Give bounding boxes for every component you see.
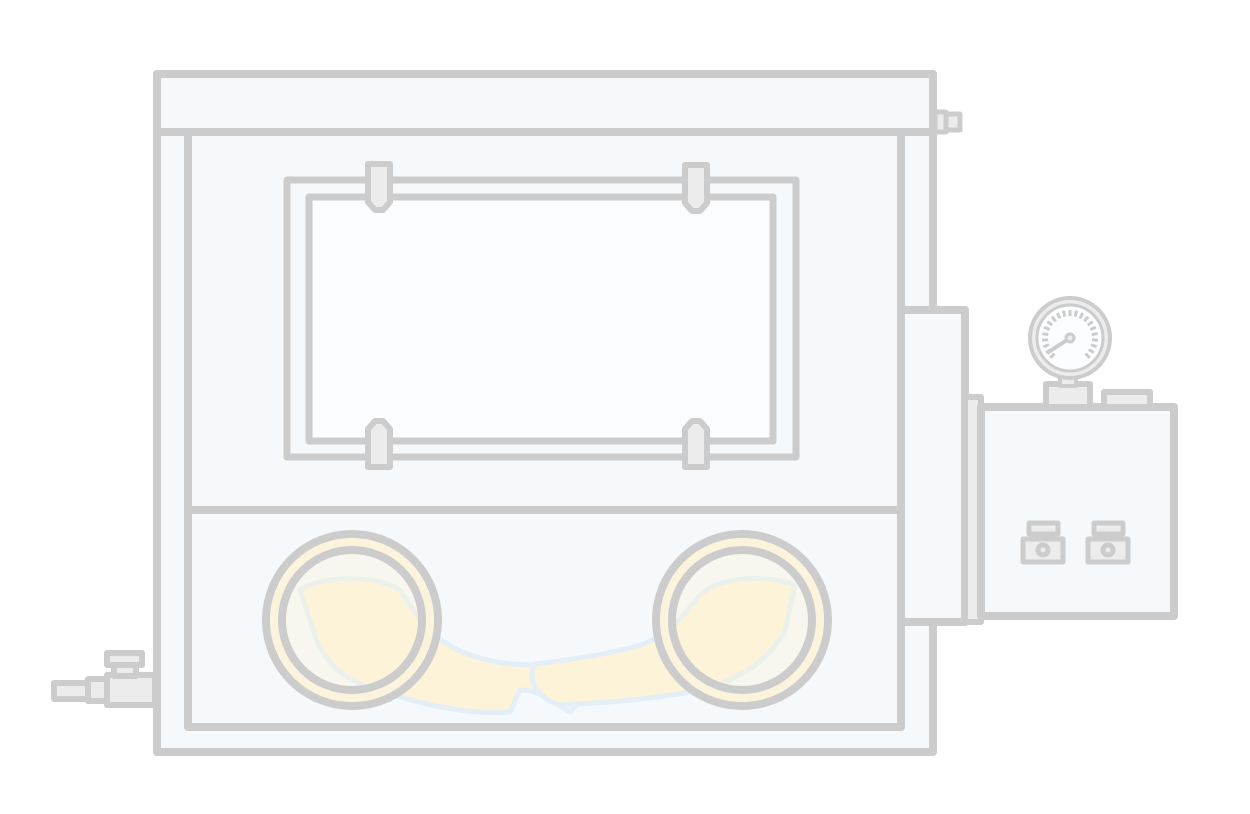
gauge-tick <box>1049 352 1056 359</box>
gauge-tick <box>1083 315 1090 323</box>
gauge-tick <box>1042 343 1050 349</box>
gauge-tick <box>1073 310 1078 317</box>
top-band <box>153 70 937 136</box>
window-clamp <box>682 418 710 470</box>
window-clamp <box>365 161 393 213</box>
control-box <box>977 403 1178 620</box>
gauge-tick <box>1062 310 1067 317</box>
top-fitting <box>932 109 963 135</box>
left-valve <box>51 650 158 708</box>
window-clamp <box>365 418 393 470</box>
control-valve[interactable] <box>1020 520 1066 565</box>
glove-port-left[interactable] <box>262 530 442 710</box>
gauge-tick <box>1055 312 1062 320</box>
glove-port-right[interactable] <box>652 530 832 710</box>
window-glass <box>305 193 777 445</box>
side-panel <box>897 306 969 626</box>
gauge-tick <box>1043 325 1051 331</box>
gauge-tick <box>1046 320 1054 327</box>
gauge-tick <box>1084 352 1091 359</box>
gauge-tick <box>1050 315 1057 323</box>
gauge-tick <box>1042 332 1049 337</box>
gauge-tick <box>1091 332 1098 337</box>
pressure-gauge-icon <box>1028 296 1153 410</box>
control-valve[interactable] <box>1085 520 1131 565</box>
gauge-tick <box>1078 312 1085 320</box>
window-clamp <box>682 162 710 214</box>
gauge-tick <box>1090 343 1098 349</box>
gauge-tick <box>1087 348 1095 354</box>
gauge-tick <box>1086 320 1094 327</box>
gauge-tick <box>1089 325 1097 331</box>
